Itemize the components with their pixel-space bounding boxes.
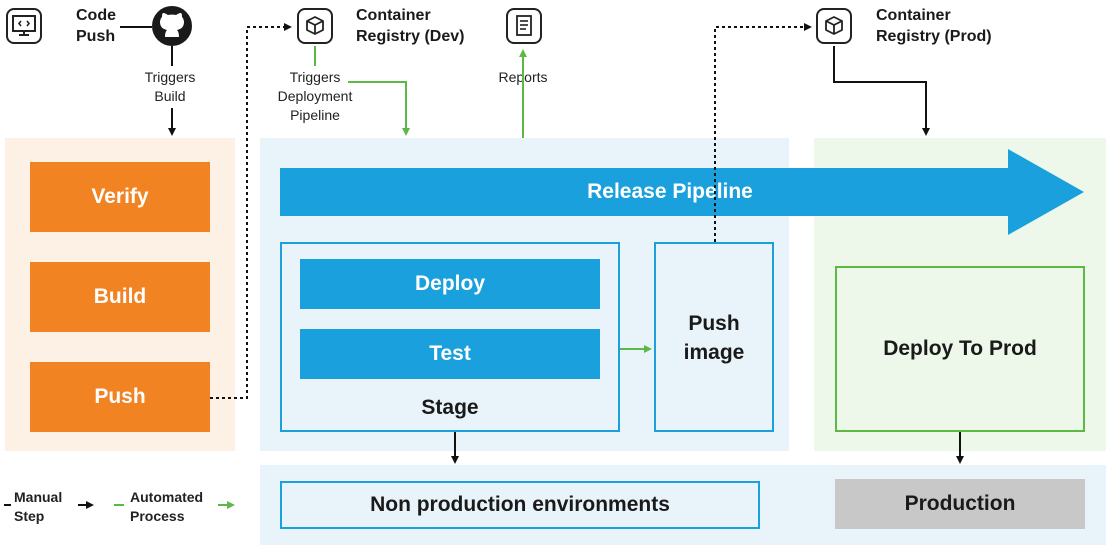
deploy-step: Deploy	[300, 259, 600, 309]
deploy-to-prod-label: Deploy To Prod	[883, 337, 1037, 360]
container-registry-prod-label: Container Registry (Prod)	[876, 7, 992, 45]
production-environment: Production	[835, 479, 1085, 529]
code-editor-icon	[6, 8, 42, 44]
legend-manual-label: Manual Step	[14, 489, 63, 524]
github-icon	[152, 6, 192, 46]
deploy-to-prod-container: Deploy To Prod	[835, 266, 1085, 432]
verify-step: Verify	[30, 162, 210, 232]
triggers-build-label: Triggers Build	[144, 69, 196, 104]
build-step: Build	[30, 262, 210, 332]
report-document-icon	[506, 8, 542, 44]
stage-container	[280, 242, 620, 432]
container-registry-dev-icon	[297, 8, 333, 44]
non-production-label: Non production environments	[370, 493, 670, 516]
triggers-deployment-label: Triggers Deployment Pipeline	[277, 69, 353, 123]
container-registry-prod-icon	[816, 8, 852, 44]
test-step: Test	[300, 329, 600, 379]
stage-label: Stage	[421, 396, 479, 419]
code-push-label: Code Push	[76, 7, 116, 45]
push-image-container	[654, 242, 774, 432]
release-pipeline-label: Release Pipeline	[587, 180, 753, 203]
non-production-environments: Non production environments	[280, 481, 760, 529]
container-registry-dev-label: Container Registry (Dev)	[356, 7, 465, 45]
legend-automated-label: Automated Process	[130, 489, 204, 524]
production-label: Production	[904, 492, 1016, 515]
push-image-label: Push image	[683, 312, 745, 364]
release-pipeline-arrow	[280, 149, 1084, 235]
push-step: Push	[30, 362, 210, 432]
